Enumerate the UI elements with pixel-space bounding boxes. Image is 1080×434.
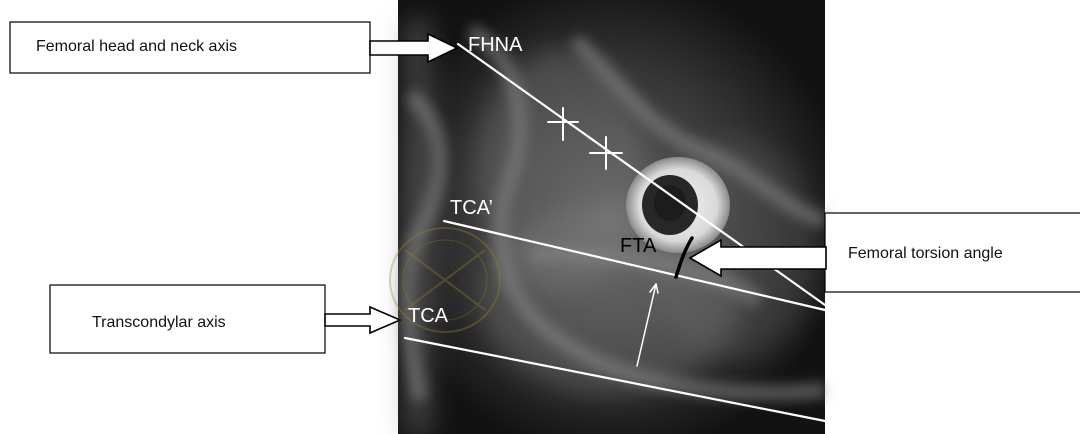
tca-prime-label: TCA’ — [450, 197, 493, 219]
transcondylar-axis-callout-text: Transcondylar axis — [92, 314, 226, 331]
femoral-torsion-angle-callout-text: Femoral torsion angle — [848, 245, 1003, 262]
fta-label: FTA — [620, 235, 657, 257]
femoral-head-neck-axis-callout: Femoral head and neck axis — [10, 22, 457, 73]
tca-label: TCA — [408, 305, 449, 327]
transcondylar-axis-arrow — [325, 307, 400, 333]
fhna-label: FHNA — [468, 34, 523, 56]
transcondylar-axis-callout: Transcondylar axis — [50, 285, 400, 353]
femoral-head-neck-axis-callout-text: Femoral head and neck axis — [36, 38, 237, 55]
ct-radiograph: FHNA TCA’ FTA TCA — [390, 0, 825, 434]
